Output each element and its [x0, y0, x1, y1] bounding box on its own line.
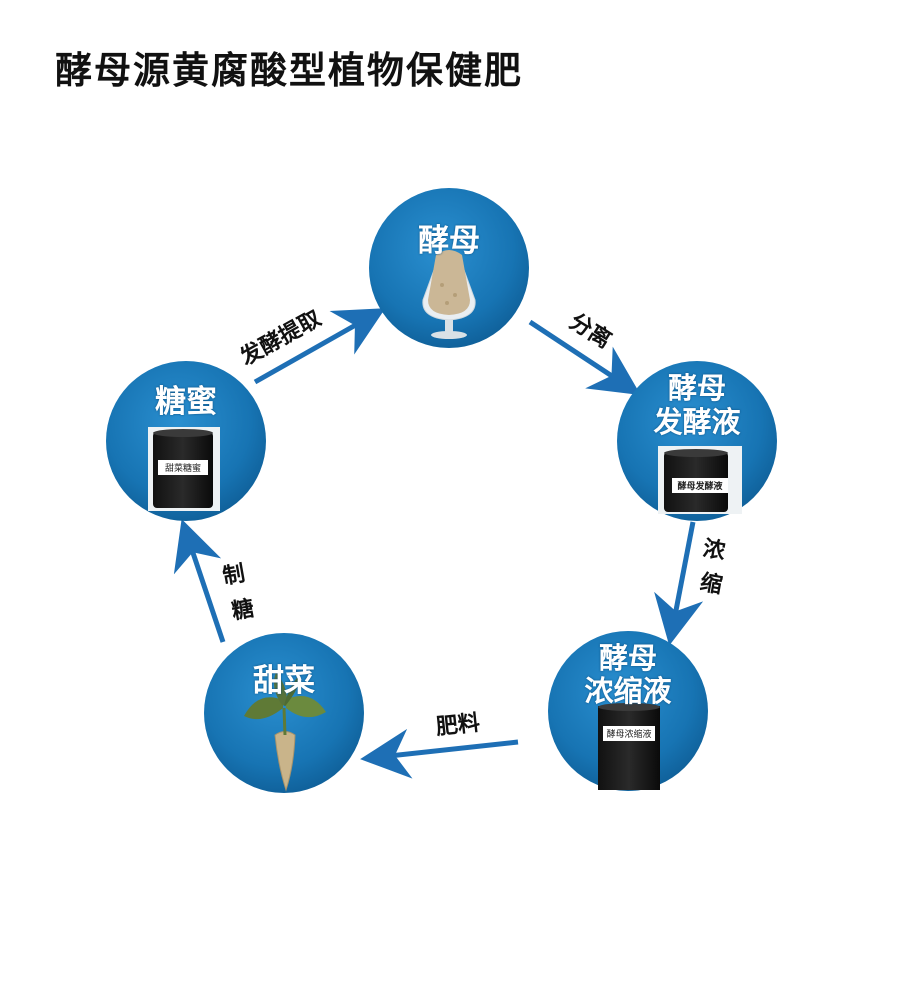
node-ferment-label-line2: 发酵液	[653, 405, 741, 439]
node-ferment-label-line1: 酵母	[667, 371, 726, 405]
page-title: 酵母源黄腐酸型植物保健肥	[55, 48, 523, 92]
step-sugar-label-2: 糖	[229, 596, 256, 625]
jar-molasses-label: 甜菜糖蜜	[158, 460, 208, 475]
node-yeast-label: 酵母	[418, 223, 480, 259]
flask-icon	[422, 250, 476, 339]
node-beet-label: 甜菜	[253, 663, 315, 699]
jar-ferment-label: 酵母发酵液	[672, 478, 728, 493]
arrow-fertilizer	[360, 728, 519, 779]
arrow-make-sugar	[173, 519, 226, 643]
step-sugar-label-1: 制	[220, 561, 247, 590]
jar-concentrate-label: 酵母浓缩液	[603, 726, 655, 741]
step-concentrate-label-2: 缩	[698, 570, 725, 599]
node-concentrate-label-line2: 浓缩液	[584, 674, 672, 708]
jar-concentrate-icon	[598, 703, 660, 790]
node-beet	[204, 633, 364, 793]
node-concentrate	[548, 631, 708, 791]
node-yeast	[369, 188, 529, 348]
step-concentrate-label-1: 浓	[701, 536, 728, 565]
arrow-ferment-extract	[253, 308, 386, 385]
arrow-concentrate	[654, 521, 704, 646]
node-molasses-label: 糖蜜	[155, 384, 217, 420]
node-concentrate-label-line1: 酵母	[598, 641, 657, 675]
beet-icon	[244, 672, 326, 792]
arrow-separate	[528, 319, 641, 396]
